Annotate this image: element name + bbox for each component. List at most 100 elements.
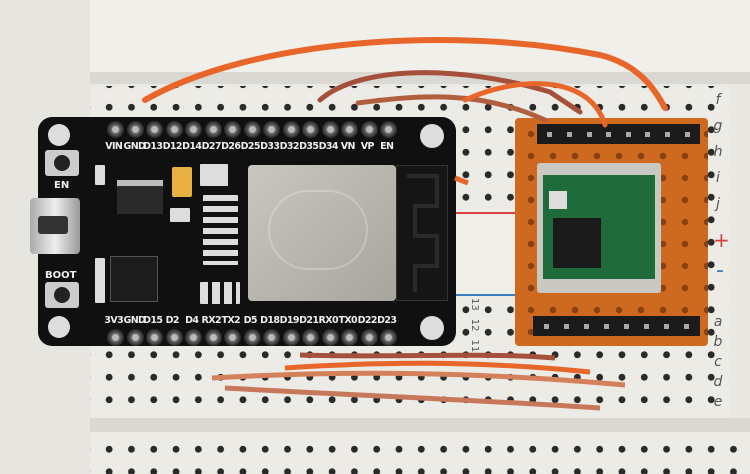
bottom-power-rail — [90, 432, 750, 474]
header-pin — [126, 329, 144, 346]
header-pin — [341, 329, 358, 346]
header-pin — [282, 121, 300, 138]
pin-label: VP — [360, 141, 375, 152]
header-pin — [165, 121, 183, 138]
pin-label: GND — [123, 315, 146, 326]
pin-label: D21 — [299, 315, 319, 326]
row-letter: h — [713, 144, 723, 160]
rf-top-header — [537, 124, 700, 144]
smd-component — [170, 208, 190, 222]
mounting-hole — [420, 124, 444, 148]
en-button-label: EN — [54, 180, 70, 191]
rf-bottom-header — [533, 316, 700, 336]
header-pin — [341, 121, 358, 138]
usb-uart-chip — [110, 256, 158, 302]
micro-usb-port[interactable] — [30, 198, 80, 254]
voltage-regulator — [117, 180, 163, 214]
pin-label: D4 — [185, 315, 199, 326]
pin-label: EN — [380, 141, 394, 152]
tantalum-capacitor — [172, 167, 192, 197]
header-pin — [263, 121, 280, 138]
row-letter: e — [713, 394, 723, 410]
button-cap-icon — [54, 155, 70, 171]
header-pin — [380, 329, 397, 346]
header-pin — [243, 329, 261, 346]
pin-label: D26 — [221, 141, 241, 152]
pin-label: D34 — [318, 141, 339, 152]
header-pin — [107, 121, 124, 138]
row-letter: a — [713, 314, 723, 330]
top-pin-header — [107, 121, 400, 138]
pin-label: D27 — [201, 141, 222, 152]
row-letter: j — [716, 196, 720, 212]
pin-label: VIN — [105, 141, 123, 152]
header-pin — [321, 329, 339, 346]
row-letters-top: f g h i j — [711, 92, 725, 212]
row-letter: b — [713, 334, 723, 350]
orange-wire — [462, 81, 608, 128]
smd-component — [203, 195, 238, 265]
header-pin — [224, 121, 241, 138]
pin-label: GND — [123, 141, 146, 152]
en-button[interactable] — [45, 150, 79, 176]
pin-label: D13 — [143, 141, 163, 152]
antenna-trace-icon — [407, 174, 439, 292]
rail-divider-bottom — [90, 418, 750, 432]
pin-label: D33 — [260, 141, 280, 152]
orange-wire — [284, 360, 591, 375]
mounting-hole — [420, 316, 444, 340]
header-pin — [302, 121, 319, 138]
pin-label: D5 — [243, 315, 258, 326]
rf-transceiver-chip — [553, 218, 601, 268]
header-pin — [165, 329, 183, 346]
pin-label: D14 — [182, 141, 202, 152]
mounting-hole — [48, 316, 70, 338]
crystal — [549, 191, 567, 209]
header-pin — [282, 329, 300, 346]
rail-plus-label: + — [713, 228, 730, 252]
copper-wire — [224, 385, 601, 411]
rf-module — [537, 163, 661, 293]
smd-component — [200, 164, 228, 186]
center-channel — [455, 212, 515, 296]
row-letter: i — [716, 170, 720, 186]
orange-wire — [454, 175, 469, 186]
header-pin — [185, 121, 202, 138]
header-pin — [360, 121, 378, 138]
header-pin — [360, 329, 378, 346]
copper-wire — [211, 370, 626, 388]
pin-label: TX0 — [338, 315, 358, 326]
pin-label: D15 — [143, 315, 163, 326]
brown-wire — [355, 94, 548, 123]
header-pin — [380, 121, 397, 138]
row-letter: c — [714, 354, 722, 370]
pin-label: D22 — [357, 315, 378, 326]
header-pin — [263, 329, 280, 346]
header-pin — [243, 121, 261, 138]
pin-label: D18 — [260, 315, 280, 326]
smd-component — [200, 282, 240, 304]
pin-label: D25 — [240, 141, 261, 152]
top-power-rail — [90, 0, 750, 72]
row-letter: f — [715, 92, 721, 108]
mounting-hole — [48, 124, 70, 146]
orange-wire — [142, 37, 668, 111]
smd-component — [95, 165, 105, 185]
header-pin — [204, 329, 222, 346]
pin-label: 3V3 — [104, 315, 124, 326]
boot-button[interactable] — [45, 282, 79, 308]
pin-label: TX2 — [221, 315, 241, 326]
pin-label: D23 — [377, 315, 397, 326]
header-pin — [302, 329, 319, 346]
pin-label: D12 — [162, 141, 183, 152]
pin-label: D35 — [299, 141, 319, 152]
pin-label: VN — [340, 141, 356, 152]
row-letters-bottom: a b c d e — [711, 314, 725, 410]
boot-button-label: BOOT — [45, 270, 77, 281]
button-cap-icon — [54, 287, 70, 303]
brown-wire — [299, 352, 556, 361]
header-pin — [126, 121, 144, 138]
